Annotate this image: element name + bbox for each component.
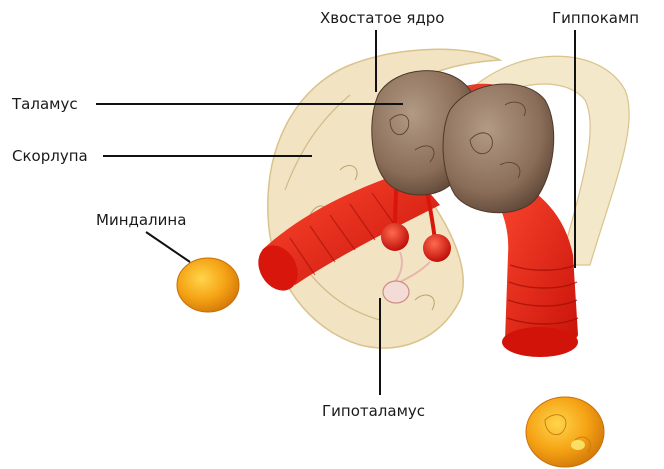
- amygdala-label: Миндалина: [96, 211, 186, 229]
- amygdala-left-shape: [177, 258, 239, 312]
- putamen-label: Скорлупа: [12, 147, 88, 165]
- amygdala-leader-line: [146, 232, 190, 262]
- thalamus-label: Таламус: [12, 95, 78, 113]
- hippocampus-label: Гиппокамп: [552, 9, 639, 27]
- amygdala-right-shape: [526, 397, 604, 467]
- hypothalamus-label: Гипоталамус: [322, 402, 425, 420]
- caudate-nucleus-label: Хвостатое ядро: [320, 9, 444, 27]
